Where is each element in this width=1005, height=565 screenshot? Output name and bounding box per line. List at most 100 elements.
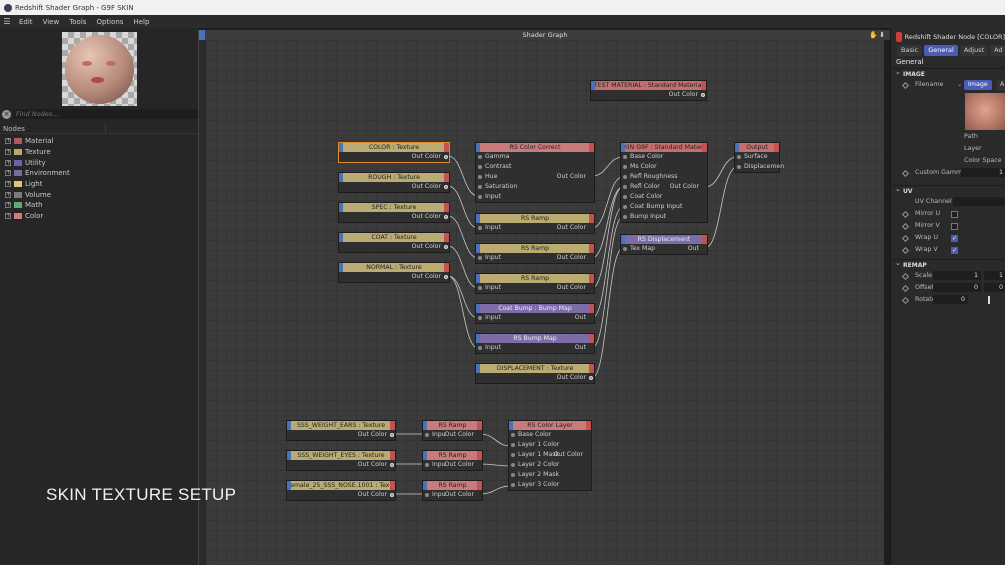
menu-help[interactable]: Help xyxy=(133,17,150,26)
menu-view[interactable]: View xyxy=(42,17,60,26)
offset-field-v[interactable]: 0 xyxy=(984,283,1005,292)
node-header[interactable]: RS Ramp xyxy=(423,451,482,460)
node-output-port[interactable]: Out Color xyxy=(339,242,449,252)
image-button-2[interactable]: A xyxy=(997,80,1005,90)
keyframe-icon[interactable] xyxy=(901,234,910,243)
node-output-port[interactable]: Out Color xyxy=(556,173,586,180)
expand-icon[interactable]: + xyxy=(5,137,12,145)
node-input-port[interactable]: Layer 2 Mask xyxy=(509,470,591,480)
node-output-port[interactable]: Out Color xyxy=(556,254,586,261)
node-output-port[interactable]: Out Color xyxy=(444,491,474,498)
node-input-port[interactable]: Refl Roughness xyxy=(621,172,707,182)
node-output-port[interactable]: Out Color xyxy=(339,182,449,192)
expand-icon[interactable]: + xyxy=(5,190,12,198)
mirror-v-checkbox[interactable] xyxy=(951,223,958,230)
scale-field-v[interactable]: 1 xyxy=(984,271,1005,280)
node-header[interactable]: RS Ramp xyxy=(476,244,594,253)
keyframe-icon[interactable] xyxy=(901,210,910,219)
node-input-port[interactable]: Base Color xyxy=(509,430,591,440)
menu-edit[interactable]: Edit xyxy=(19,17,33,26)
node-header[interactable]: RS Ramp xyxy=(423,421,482,430)
node-output-port[interactable]: Out Color xyxy=(339,272,449,282)
node-category-item[interactable]: +Math xyxy=(0,200,198,211)
node-output-port[interactable]: Out Color xyxy=(669,183,699,190)
tab-general[interactable]: General xyxy=(924,45,958,56)
group-image[interactable]: IMAGE xyxy=(891,67,1005,79)
menu-options[interactable]: Options xyxy=(96,17,124,26)
expand-icon[interactable]: + xyxy=(5,201,12,209)
node-header[interactable]: COAT : Texture xyxy=(339,233,449,242)
hamburger-icon[interactable]: ☰ xyxy=(3,17,11,26)
node-output-port[interactable]: Out xyxy=(574,344,586,351)
keyframe-icon[interactable] xyxy=(901,81,910,90)
node-input-port[interactable]: Layer 3 Color xyxy=(509,480,591,490)
expand-icon[interactable]: + xyxy=(5,158,12,166)
node-header[interactable]: SSS_WEIGHT_EARS : Texture xyxy=(287,421,395,430)
keyframe-icon[interactable] xyxy=(901,296,910,305)
expand-icon[interactable]: + xyxy=(5,212,12,220)
node-output-port[interactable]: Out Color xyxy=(591,90,706,100)
node-output-port[interactable]: Out Color xyxy=(287,490,395,500)
rotate-slider-handle[interactable] xyxy=(988,296,990,304)
keyframe-icon[interactable] xyxy=(901,222,910,231)
node-input-port[interactable]: Coat Color xyxy=(621,192,707,202)
node-header[interactable]: RS Color Correct xyxy=(476,143,594,152)
uv-channel-field[interactable] xyxy=(953,197,1005,206)
node-header[interactable]: SPEC : Texture xyxy=(339,203,449,212)
node-input-port[interactable]: Ms Color xyxy=(621,162,707,172)
node-category-item[interactable]: +Utility xyxy=(0,157,198,168)
node-header[interactable]: RS Ramp xyxy=(476,274,594,283)
node-input-port[interactable]: Layer 2 Color xyxy=(509,460,591,470)
graph-scrollbar[interactable] xyxy=(884,40,890,565)
node-header[interactable]: COLOR : Texture xyxy=(339,143,449,152)
node-header[interactable]: Output xyxy=(735,143,779,152)
wrap-v-checkbox[interactable]: ✓ xyxy=(951,247,958,254)
node-input-port[interactable]: Bump Input xyxy=(621,212,707,222)
expand-icon[interactable]: + xyxy=(5,169,12,177)
node-input-port[interactable]: Input xyxy=(476,192,594,202)
rotate-field[interactable]: 0 xyxy=(933,295,968,304)
node-output-port[interactable]: Out Color xyxy=(339,152,449,162)
node-category-item[interactable]: +Texture xyxy=(0,147,198,158)
node-output-port[interactable]: Out Color xyxy=(339,212,449,222)
node-output-port[interactable]: Out Color xyxy=(444,461,474,468)
node-input-port[interactable]: Gamma xyxy=(476,152,594,162)
keyframe-icon[interactable] xyxy=(901,272,910,281)
node-header[interactable]: RS Displacement xyxy=(621,235,707,244)
node-category-item[interactable]: +Volume xyxy=(0,189,198,200)
node-header[interactable]: RS Color Layer xyxy=(509,421,591,430)
node-output-port[interactable]: Out Color xyxy=(556,224,586,231)
menu-tools[interactable]: Tools xyxy=(69,17,87,26)
offset-field-u[interactable]: 0 xyxy=(933,283,981,292)
tab-basic[interactable]: Basic xyxy=(897,45,923,56)
node-input-port[interactable]: Contrast xyxy=(476,162,594,172)
node-output-port[interactable]: Out xyxy=(574,314,586,321)
group-uv[interactable]: UV xyxy=(891,184,1005,196)
wrap-u-checkbox[interactable]: ✓ xyxy=(951,235,958,242)
node-input-port[interactable]: Base Color xyxy=(621,152,707,162)
tab-advanced[interactable]: Ad xyxy=(990,45,1005,56)
node-header[interactable]: ROUGH : Texture xyxy=(339,173,449,182)
node-input-port[interactable]: Coat Bump Input xyxy=(621,202,707,212)
